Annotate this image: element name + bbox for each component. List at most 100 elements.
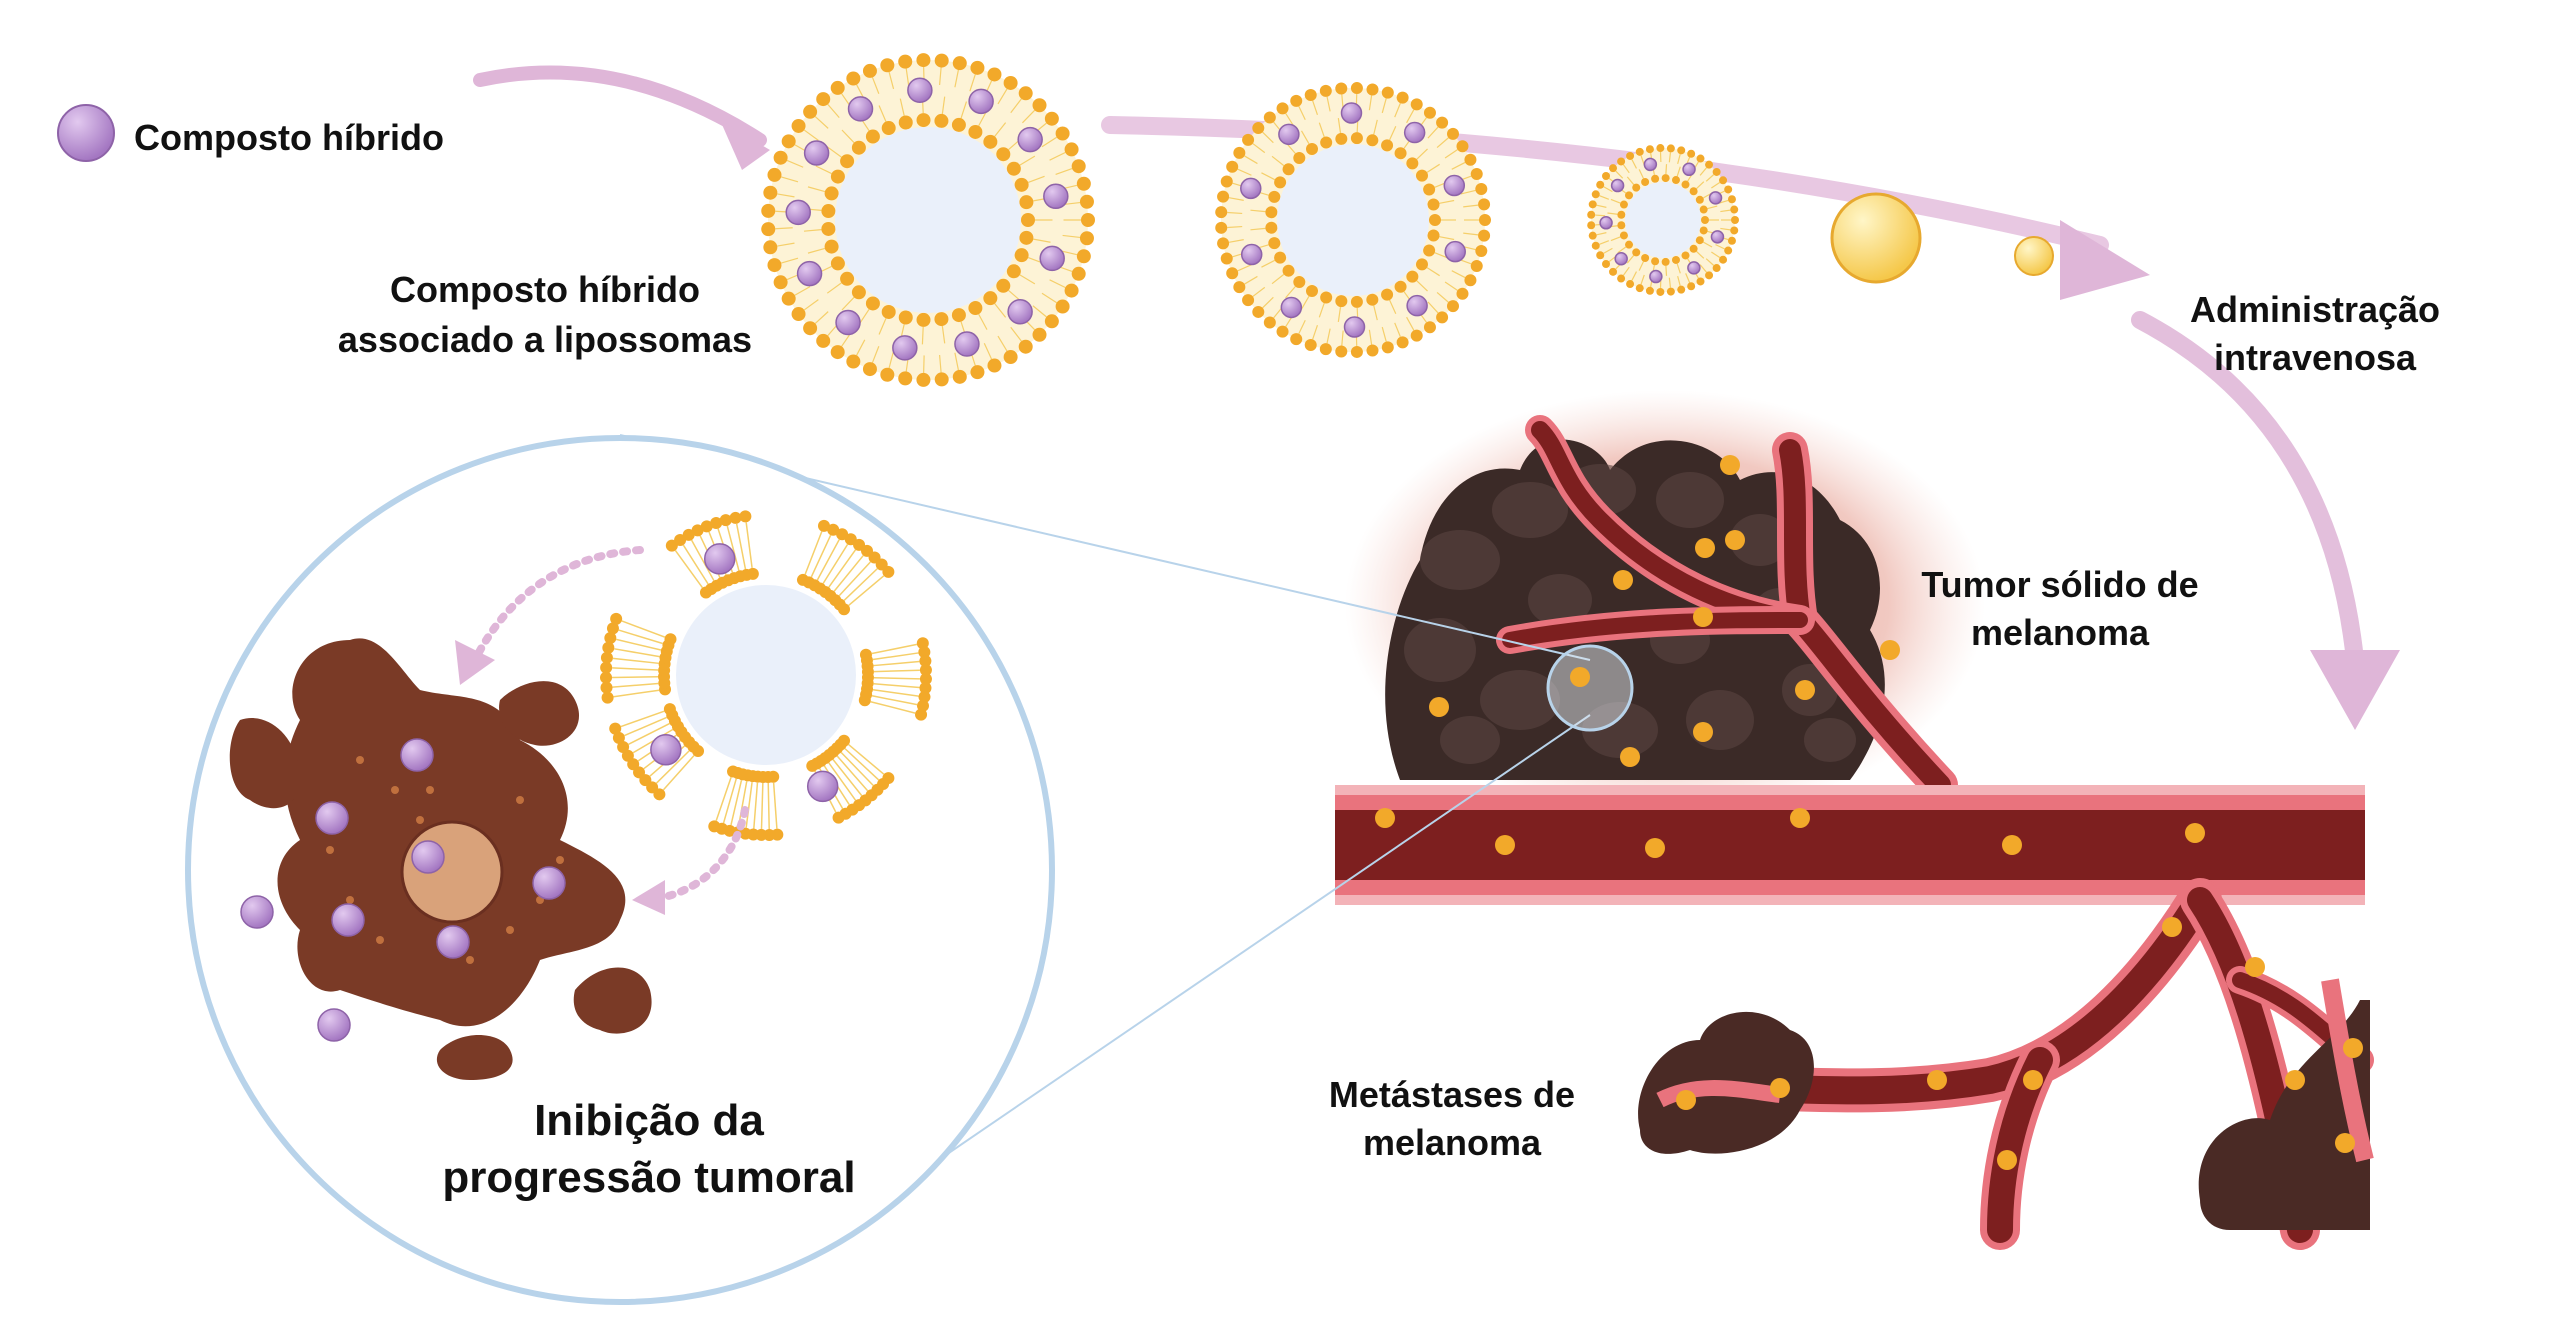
cell-granule — [346, 896, 354, 904]
metastasis-left — [1638, 1011, 1814, 1154]
lipid-head — [817, 519, 830, 532]
lipid-tail — [690, 539, 715, 581]
cell-granule — [556, 856, 564, 864]
vessel-particle — [1927, 1070, 1947, 1090]
compound-particle — [1039, 245, 1065, 272]
cell-granules — [326, 756, 564, 964]
compound-particle — [1682, 162, 1696, 177]
tumor-lobe — [1730, 514, 1790, 566]
lipid-tail — [840, 751, 874, 786]
lipid-head — [617, 740, 630, 753]
tumor-lobe — [1656, 472, 1724, 528]
compound-particle — [1649, 269, 1663, 284]
lipid-head — [600, 671, 613, 684]
compound-particle — [1443, 174, 1466, 197]
lipid-tail — [822, 543, 849, 584]
liposome-label-line1: Composto híbrido — [390, 269, 700, 310]
tumor-lobe — [1528, 574, 1592, 626]
lipid-tail — [836, 755, 869, 792]
compound-particle — [806, 770, 839, 803]
entry-arrow-head — [720, 120, 770, 170]
lipid-tail — [873, 669, 920, 673]
compound-particle — [400, 738, 434, 772]
lipid-tail — [612, 667, 659, 671]
compound-particle — [1444, 240, 1466, 263]
lipid-head — [700, 520, 713, 533]
release-arrow-upper — [471, 546, 644, 664]
vessel-particle — [2002, 835, 2022, 855]
cell-granule — [391, 786, 399, 794]
metastasis-label-line2: melanoma — [1363, 1122, 1542, 1163]
liposome-sequence — [761, 53, 1739, 387]
lipid-tail — [838, 561, 872, 597]
lipid-tail — [870, 700, 916, 714]
lipid-head — [919, 655, 932, 668]
lipid-head — [691, 524, 704, 537]
tumor-particle — [1795, 680, 1815, 700]
compound-particle — [907, 77, 933, 104]
lipid-tail — [735, 523, 747, 570]
tumor-lobe — [1804, 718, 1856, 762]
compound-particle — [240, 895, 274, 929]
lipid-tail — [872, 689, 919, 697]
lipid-tail — [871, 695, 918, 706]
lipid-tail — [804, 531, 823, 575]
lipid-head — [916, 637, 929, 650]
lipid-tail — [816, 539, 840, 581]
compound-particle — [1280, 296, 1303, 319]
admin-label-line2: intravenosa — [2214, 337, 2417, 378]
compound-particle — [436, 925, 470, 959]
lipid-head — [832, 811, 845, 824]
lipid-tail — [848, 575, 885, 606]
lipid-head — [919, 681, 932, 694]
lipid-tail — [873, 660, 920, 667]
vessel-particle — [2335, 1133, 2355, 1153]
lipid-tail — [828, 549, 857, 588]
lipid-tail — [848, 744, 885, 775]
lipid-head — [621, 749, 634, 762]
compound-particle — [785, 199, 811, 226]
liposome-core — [676, 585, 856, 765]
lipid-tail — [745, 522, 753, 568]
vessel-particle — [1790, 808, 1810, 828]
lipid-head — [710, 516, 723, 529]
lipid-tail — [828, 762, 857, 801]
tumor-particle — [1429, 697, 1449, 717]
lipid-tail — [873, 683, 920, 689]
vessel-particle — [1495, 835, 1515, 855]
lipid-tail — [871, 643, 918, 655]
lipid-tail — [737, 781, 748, 827]
entry-arrow — [473, 65, 767, 147]
compound-particle — [650, 734, 682, 766]
tumor-texture — [1404, 464, 1856, 764]
vessel-particle — [2023, 1070, 2043, 1090]
lipid-tail — [843, 568, 878, 601]
lipid-tail — [621, 620, 666, 638]
lipid-head — [729, 511, 742, 524]
lipid-head — [918, 690, 931, 703]
lipid-tail — [628, 722, 670, 745]
lipid-tail — [674, 550, 704, 589]
lipid-tail — [612, 676, 659, 679]
compound-particle — [1343, 316, 1366, 338]
vessel-particle — [1645, 838, 1665, 858]
compound-particle — [1687, 261, 1701, 275]
tumor-lobe — [1404, 618, 1476, 682]
vessel-particle — [1375, 808, 1395, 828]
lipid-head — [708, 820, 721, 833]
compound-particle — [968, 88, 994, 115]
legend-compound-dot — [57, 104, 115, 162]
vessel-particle — [2162, 917, 2182, 937]
liposome-label-line2: associado a lipossomas — [338, 319, 752, 360]
admin-arrow-head — [2310, 650, 2400, 730]
compound-particle — [315, 801, 349, 835]
lipid-tail — [810, 534, 832, 578]
lipid-tail — [612, 682, 659, 688]
tumor-particle — [1613, 570, 1633, 590]
vessel-particle — [2245, 957, 2265, 977]
zoom-target-circle — [1546, 644, 1634, 732]
lipid-tail — [753, 782, 759, 829]
tumor-lobe — [1480, 670, 1560, 730]
compound-particle — [532, 866, 566, 900]
admin-label-line1: Administração — [2190, 289, 2440, 330]
